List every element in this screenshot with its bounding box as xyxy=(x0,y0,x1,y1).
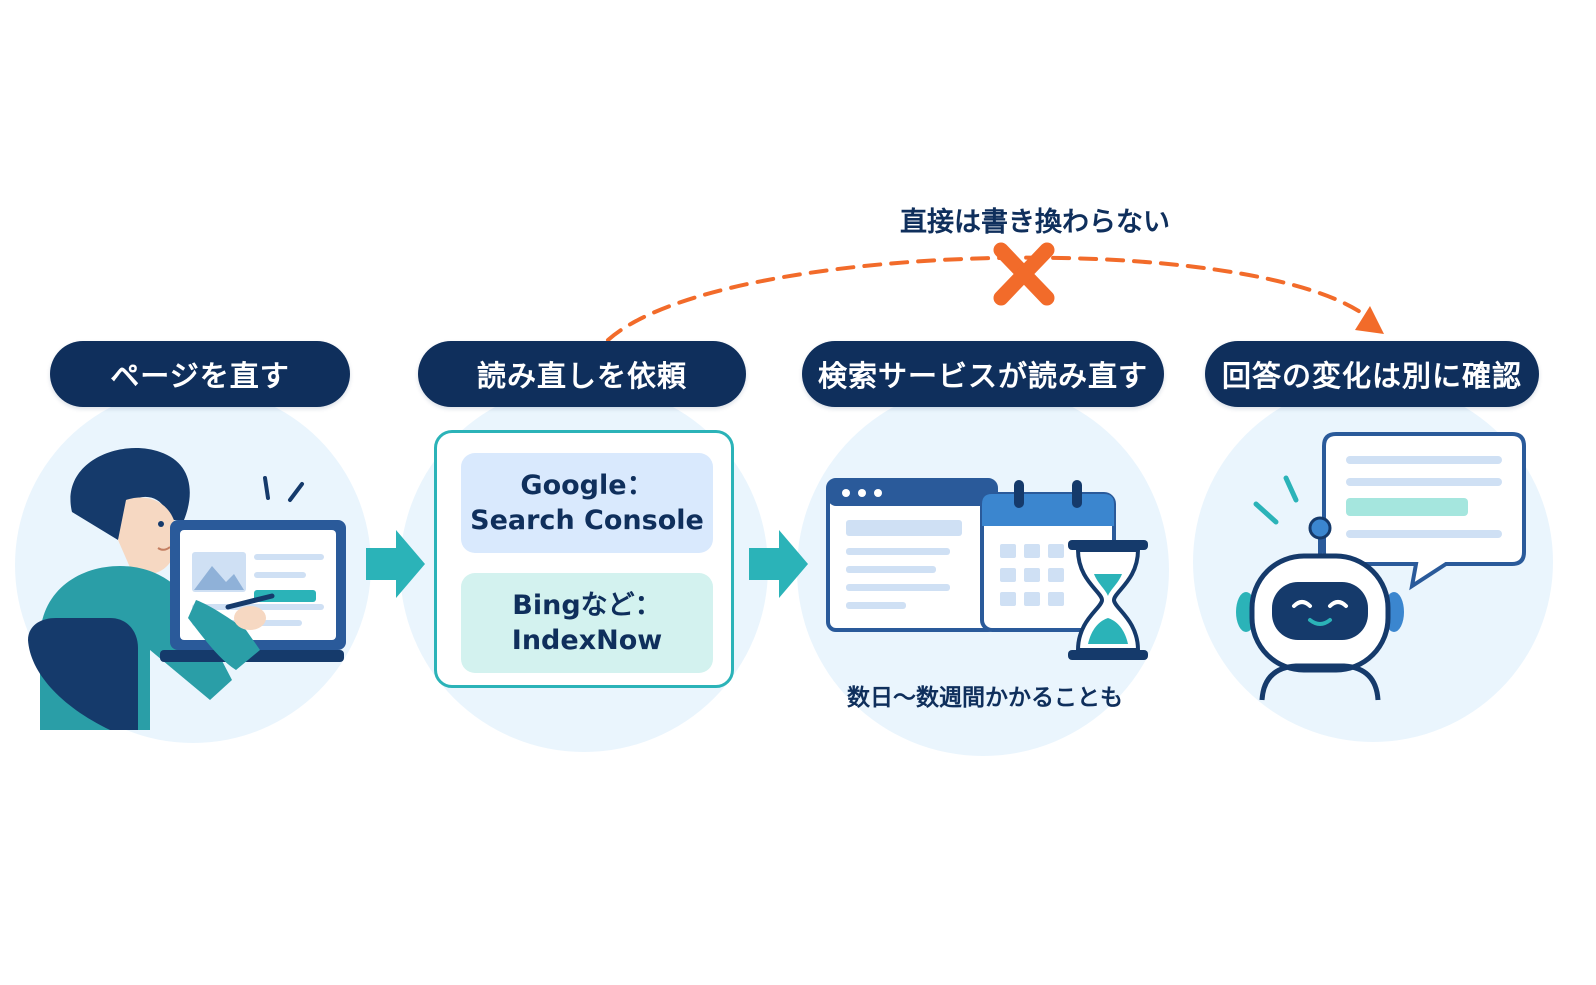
person-arm xyxy=(188,600,260,670)
screen-image-mountain xyxy=(194,566,244,590)
service-google-name: Google： xyxy=(520,470,654,501)
browser-dot xyxy=(858,489,866,497)
motion-tick xyxy=(1253,501,1279,525)
service-bing: Bingなど： IndexNow xyxy=(461,573,713,673)
direct-rewrite-note: 直接は書き換わらない xyxy=(900,207,1170,238)
time-note: 数日〜数週間かかることも xyxy=(847,685,1123,711)
person-eye xyxy=(158,521,164,527)
step-3-label: 検索サービスが読み直す xyxy=(802,341,1164,407)
browser-line xyxy=(846,548,950,555)
step-1-label: ページを直す xyxy=(50,341,350,407)
calendar-grid xyxy=(1000,544,1064,606)
browser-line xyxy=(846,566,936,573)
person-laptop-illustration xyxy=(28,448,346,730)
calendar-ring xyxy=(1072,480,1082,508)
chair xyxy=(28,618,138,730)
screen-line xyxy=(254,554,324,560)
calendar-header xyxy=(982,494,1114,526)
browser-line xyxy=(846,602,906,609)
bubble-highlight xyxy=(1346,498,1468,516)
right-arrow-icon xyxy=(366,530,425,598)
browser-line xyxy=(846,584,950,591)
cross-icon xyxy=(993,242,1055,306)
right-arrow-icon xyxy=(749,530,808,598)
motion-tick xyxy=(1283,475,1299,503)
answer-illustration xyxy=(1236,432,1526,701)
arc-arrowhead-icon xyxy=(1355,306,1384,334)
motion-tick xyxy=(263,476,270,500)
step-4-label: 回答の変化は別に確認 xyxy=(1205,341,1539,407)
person-mouth xyxy=(157,546,171,551)
calendar-ring xyxy=(1014,480,1024,508)
service-bing-tool: IndexNow xyxy=(511,625,663,656)
bubble-line xyxy=(1346,456,1502,464)
screen-line xyxy=(192,604,324,610)
browser-dot xyxy=(874,489,882,497)
browser-titlebar xyxy=(828,480,996,506)
service-google: Google： Search Console xyxy=(461,453,713,553)
service-bing-name: Bingなど： xyxy=(512,590,662,621)
motion-tick xyxy=(288,482,304,502)
bubble-line xyxy=(1346,530,1502,538)
person-hair xyxy=(70,448,190,540)
screen-line xyxy=(254,572,306,578)
direct-path-dashed-arc xyxy=(606,255,1368,342)
browser-block xyxy=(846,520,962,536)
recrawl-illustration xyxy=(826,478,1148,660)
service-google-tool: Search Console xyxy=(470,505,704,536)
step-2-label: 読み直しを依頼 xyxy=(418,341,746,407)
person-hand xyxy=(234,606,266,630)
hourglass-icon xyxy=(1068,540,1148,660)
robot-icon xyxy=(1236,516,1404,701)
pen-icon xyxy=(225,593,275,610)
bubble-line xyxy=(1346,478,1502,486)
recrawl-services-box: Google： Search Console Bingなど： IndexNow xyxy=(434,430,734,688)
browser-dot xyxy=(842,489,850,497)
person-face xyxy=(118,497,177,574)
